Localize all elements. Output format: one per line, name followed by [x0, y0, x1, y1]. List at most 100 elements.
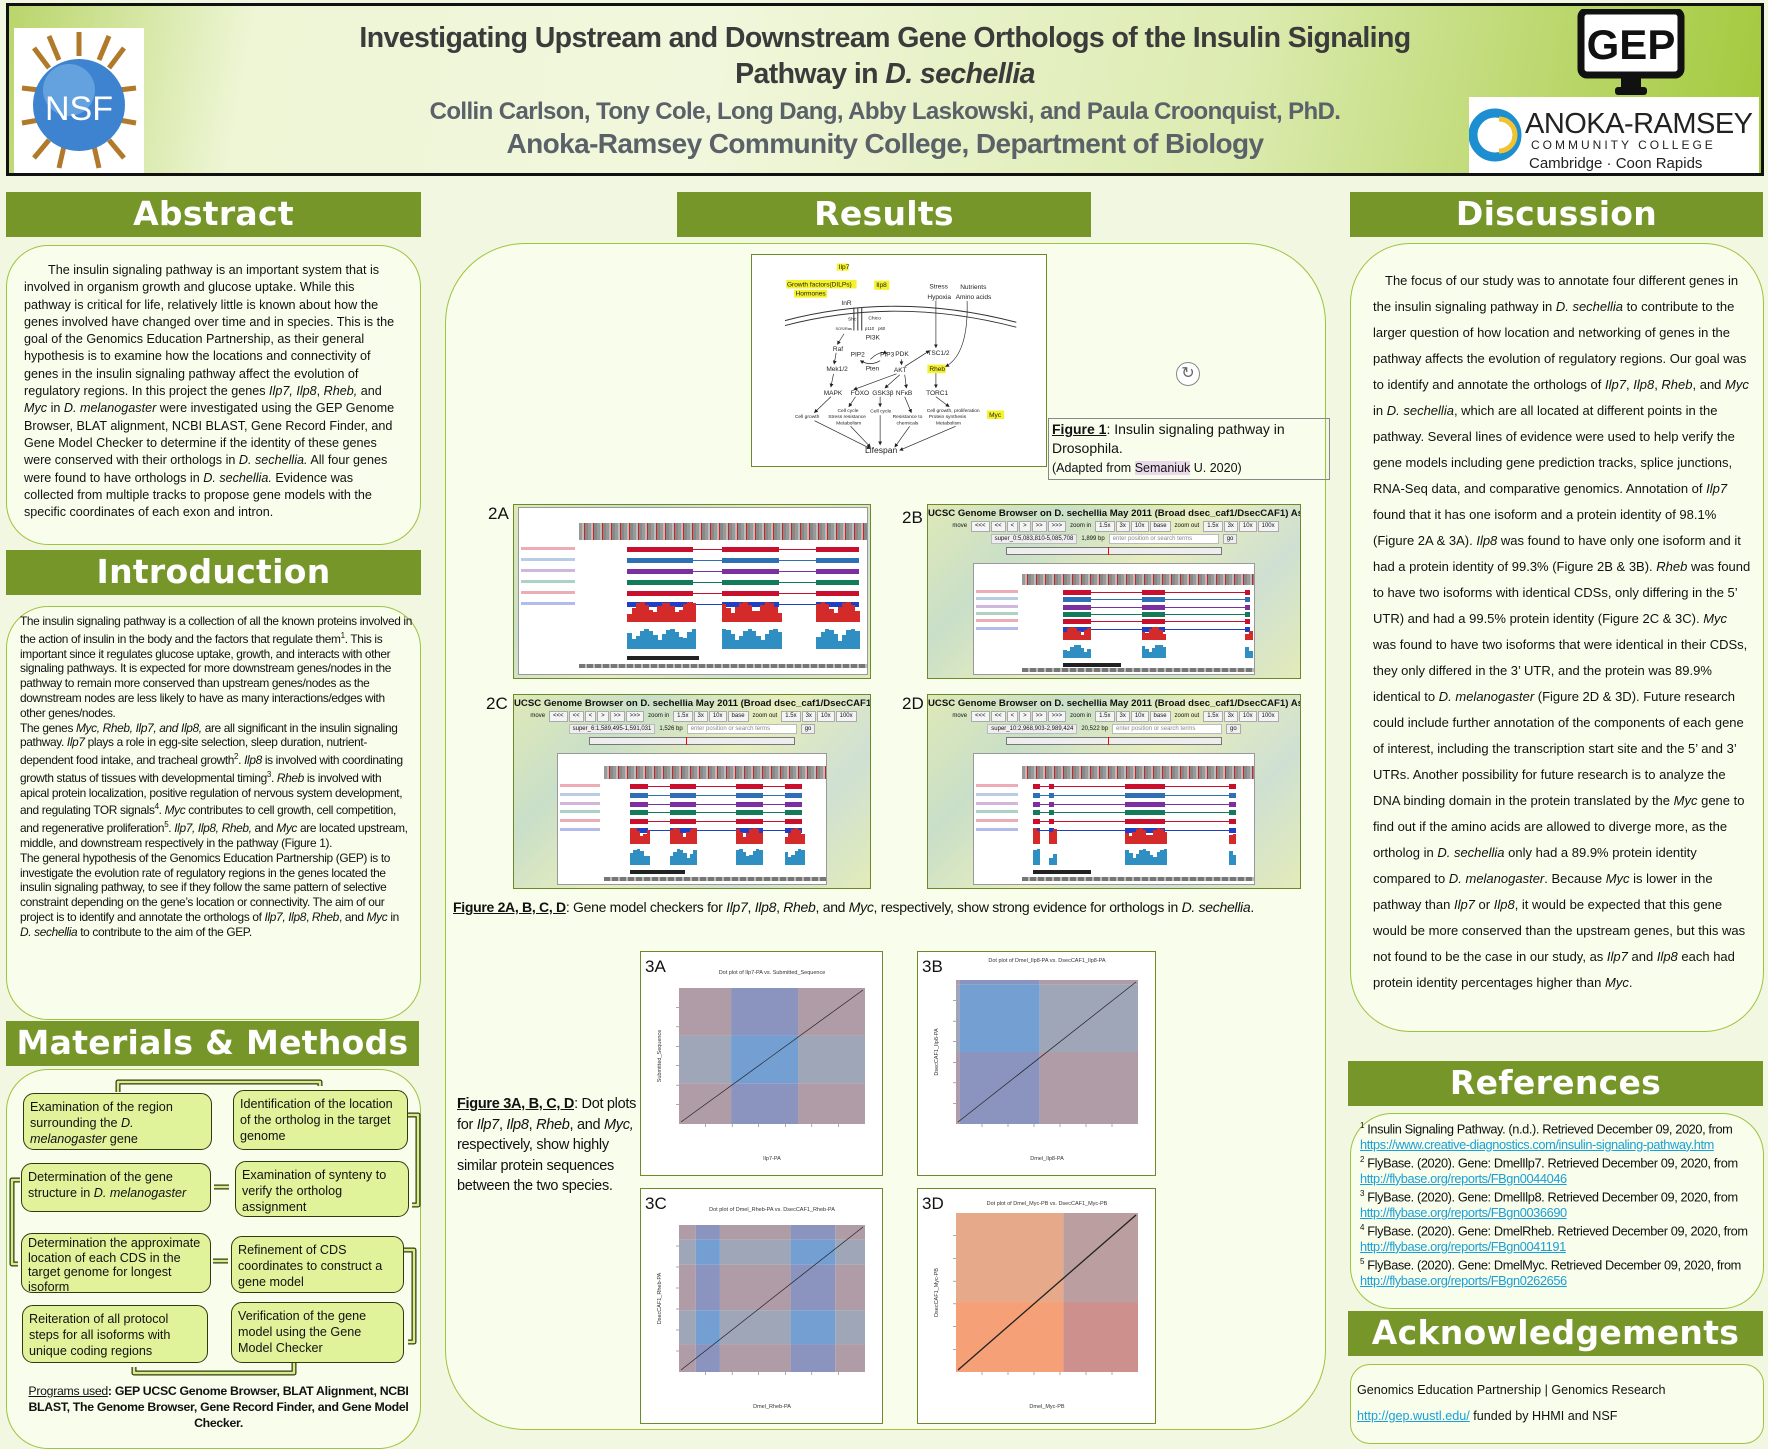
browser-nav-button[interactable]: <	[584, 711, 597, 722]
browser-nav-button[interactable]: 3x	[1223, 711, 1238, 722]
browser-tracks[interactable]	[972, 563, 1256, 675]
browser-search-input[interactable]: enter position or search terms	[1108, 534, 1219, 544]
browser-nav-button[interactable]: 1.5x	[781, 711, 801, 722]
alignment-track	[603, 876, 827, 881]
browser-nav-button[interactable]: 1.5x	[673, 711, 693, 722]
browser-nav-button[interactable]: >>	[609, 711, 625, 722]
rnaseq-coverage-bar	[1163, 831, 1168, 844]
chromosome-ideogram[interactable]	[1006, 547, 1222, 555]
browser-nav-button[interactable]: >	[597, 711, 609, 722]
browser-nav-button[interactable]: >>>	[1047, 711, 1067, 722]
browser-nav-button[interactable]: base	[727, 711, 749, 722]
node-shc: Shc	[848, 317, 857, 323]
exon-block	[627, 568, 694, 574]
browser-search-input[interactable]: enter position or search terms	[1112, 724, 1223, 734]
browser-nav-button[interactable]: 100x	[1257, 711, 1279, 722]
rnaseq-coverage-bar	[691, 603, 697, 623]
browser-nav-button[interactable]: 10x	[1238, 711, 1257, 722]
figure-2b-label: 2B	[902, 508, 923, 527]
browser-nav-button[interactable]: >>	[1031, 521, 1047, 532]
chromosome-ideogram[interactable]	[588, 737, 796, 745]
dot-plot-region	[835, 1225, 865, 1240]
exon-block	[627, 557, 694, 563]
browser-nav-button[interactable]: 1.5x	[1203, 711, 1223, 722]
exon-block	[1141, 597, 1165, 603]
browser-nav-button[interactable]: 10x	[1238, 521, 1257, 532]
anoka-ramsey-logo: Anoka-Ramsey COMMUNITY COLLEGE Cambridge…	[1468, 97, 1759, 173]
rnaseq-coverage-bar	[676, 849, 681, 865]
node-foxo: FOXO	[851, 390, 870, 397]
exon-block	[784, 801, 803, 807]
browser-nav-button[interactable]: <	[1006, 711, 1019, 722]
browser-nav-button[interactable]: 10x	[1130, 521, 1149, 532]
rnaseq-coverage-bar	[833, 634, 839, 650]
browser-nav-button[interactable]: 3x	[1223, 521, 1238, 532]
browser-nav-button[interactable]: <<<	[549, 711, 568, 722]
browser-nav-button[interactable]: base	[1149, 521, 1171, 532]
browser-nav-button[interactable]: >>	[1031, 711, 1047, 722]
gep-link[interactable]: http://gep.wustl.edu/	[1357, 1409, 1470, 1423]
browser-tracks[interactable]	[972, 753, 1256, 885]
rnaseq-coverage-bar	[773, 606, 778, 623]
rnaseq-coverage-bar	[648, 630, 654, 650]
browser-nav-button[interactable]: >	[1019, 711, 1031, 722]
reference-link[interactable]: http://flybase.org/reports/FBgn0262656	[1360, 1272, 1567, 1288]
browser-nav-button[interactable]: 100x	[835, 711, 857, 722]
browser-nav-button[interactable]: <<	[568, 711, 584, 722]
browser-nav-button: zoom in	[1070, 523, 1092, 529]
browser-nav-button[interactable]: 1.5x	[1095, 711, 1115, 722]
browser-tracks[interactable]	[518, 507, 868, 675]
reference-link[interactable]: http://flybase.org/reports/FBgn0036690	[1360, 1204, 1567, 1220]
browser-nav-button[interactable]: >	[1019, 521, 1031, 532]
rnaseq-coverage-bar	[745, 856, 750, 865]
browser-nav-button[interactable]: 3x	[693, 711, 708, 722]
browser-tracks[interactable]	[556, 753, 828, 885]
browser-nav-button[interactable]: <	[1006, 521, 1019, 532]
node-raf: Raf	[833, 346, 843, 353]
rnaseq-coverage-bar	[759, 833, 763, 844]
dot-plot-region	[798, 1035, 865, 1084]
browser-nav-button[interactable]: 3x	[1115, 711, 1130, 722]
node-pip3: PIP3	[880, 352, 895, 359]
rnaseq-coverage-bar	[850, 605, 856, 623]
rnaseq-coverage-bar	[1080, 647, 1085, 659]
browser-nav-button[interactable]: <<<	[971, 521, 990, 532]
reference-link[interactable]: http://flybase.org/reports/FBgn0044046	[1360, 1170, 1567, 1186]
browser-nav-button[interactable]: 1.5x	[1203, 521, 1223, 532]
rnaseq-coverage-bar	[797, 829, 802, 844]
rnaseq-coverage-bar	[665, 629, 671, 650]
chromosome-ideogram[interactable]	[1006, 737, 1222, 745]
browser-nav-button[interactable]: <<<	[971, 711, 990, 722]
browser-nav-button[interactable]: base	[1149, 711, 1171, 722]
browser-nav-button[interactable]: 3x	[1115, 521, 1130, 532]
rnaseq-coverage-bar	[631, 639, 637, 650]
browser-nav-button[interactable]: 10x	[816, 711, 835, 722]
browser-nav-button[interactable]: 10x	[1130, 711, 1149, 722]
insulin-receptor	[853, 307, 863, 331]
rnaseq-coverage-bar	[646, 829, 651, 844]
dot-plot-region	[1063, 1302, 1138, 1372]
browser-nav-button[interactable]: <<	[990, 521, 1006, 532]
browser-nav-button[interactable]: 1.5x	[1095, 521, 1115, 532]
browser-search-input[interactable]: enter position or search terms	[686, 724, 797, 734]
browser-nav-button[interactable]: 3x	[801, 711, 816, 722]
browser-nav-button[interactable]: >>>	[625, 711, 645, 722]
browser-go-button[interactable]: go	[800, 724, 816, 734]
track-label	[521, 568, 575, 572]
rnaseq-coverage-bar	[842, 634, 847, 650]
browser-nav-button[interactable]: 100x	[1257, 521, 1279, 532]
rotate-handle-icon[interactable]: ↻	[1176, 362, 1200, 386]
browser-nav-button[interactable]: 10x	[708, 711, 727, 722]
browser-go-button[interactable]: go	[1222, 534, 1238, 544]
dot-plot-title: Dot plot of Dmel_Myc-PB vs. DsecCAF1_Myc…	[987, 1201, 1108, 1207]
rnaseq-coverage-bar	[764, 602, 770, 623]
browser-nav-button[interactable]: >>>	[1047, 521, 1067, 532]
rnaseq-coverage-bar	[693, 828, 697, 844]
reference-link[interactable]: https://www.creative-diagnostics.com/ins…	[1360, 1136, 1714, 1152]
browser-nav-button[interactable]: <<	[990, 711, 1006, 722]
exon-block	[721, 546, 780, 552]
rnaseq-coverage-bar	[661, 602, 667, 623]
browser-go-button[interactable]: go	[1226, 724, 1241, 734]
reference-link[interactable]: http://flybase.org/reports/FBgn0041191	[1360, 1238, 1566, 1254]
